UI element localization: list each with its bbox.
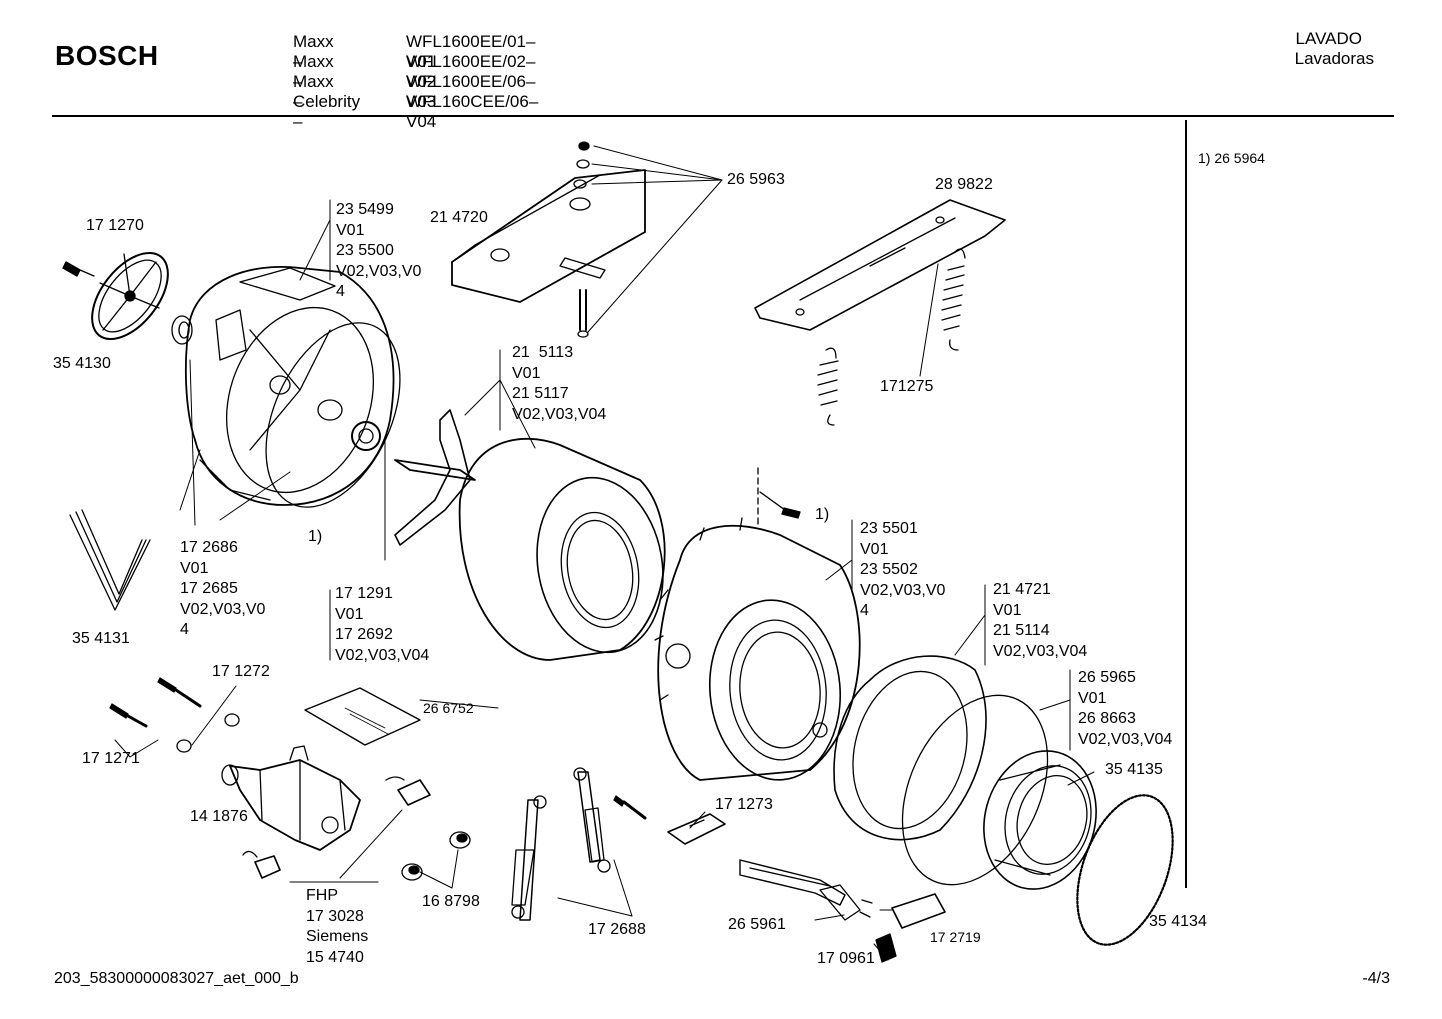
heater-clip-drawing bbox=[667, 813, 726, 845]
door-gasket-drawing bbox=[983, 750, 1097, 890]
front-tub-drawing bbox=[654, 517, 861, 781]
part-label: 35 4130 bbox=[53, 355, 111, 372]
footnote: 1) 26 5964 bbox=[1198, 150, 1265, 166]
mounting-bracket-drawing bbox=[754, 199, 1006, 331]
part-label: 21 4721 V01 21 5114 V02,V03,V04 bbox=[993, 581, 1088, 660]
category-title: LAVADO bbox=[1295, 29, 1362, 48]
category-subtitle: Lavadoras bbox=[1294, 49, 1374, 68]
model-code: WFL1600EE/02–V02 bbox=[406, 52, 536, 91]
leader-lines bbox=[114, 199, 1095, 961]
part-label: 21 5113 V01 21 5117 V02,V03,V04 bbox=[512, 344, 607, 423]
heating-element-drawing bbox=[739, 859, 873, 921]
part-label: 26 5961 bbox=[728, 916, 786, 933]
part-label: 14 1876 bbox=[190, 808, 248, 825]
footnote-marker: 1) bbox=[308, 528, 323, 545]
shock-absorber-drawing bbox=[511, 767, 611, 921]
part-label: 17 1272 bbox=[212, 663, 270, 680]
screws-drawing bbox=[109, 677, 647, 820]
part-label: 26 5963 bbox=[727, 171, 785, 188]
part-label: 17 2688 bbox=[588, 921, 646, 938]
carbon-brush-drawing bbox=[242, 776, 431, 879]
part-label: 171275 bbox=[880, 378, 934, 395]
model-code: WFL1600EE/01–V01 bbox=[406, 32, 536, 71]
drum-spider-drawing bbox=[394, 409, 476, 546]
tub-seal-drawing bbox=[265, 322, 401, 508]
leader-lines bbox=[587, 145, 723, 333]
part-label: 17 1273 bbox=[715, 796, 773, 813]
spring-drawing bbox=[817, 248, 966, 426]
part-label: FHP 17 3028 Siemens 15 4740 bbox=[306, 887, 369, 966]
drum-drawing bbox=[458, 438, 666, 661]
part-label: 21 4720 bbox=[430, 209, 488, 226]
pulley-drawing bbox=[62, 251, 169, 341]
document-code: 203_58300000083027_aet_000_b bbox=[54, 970, 299, 987]
clamp-ring-drawing bbox=[901, 694, 1049, 886]
part-label: 17 2719 bbox=[930, 929, 981, 945]
part-label: 23 5499 V01 23 5500 V02,V03,V0 4 bbox=[336, 201, 422, 300]
model-series: Maxx – bbox=[293, 72, 334, 111]
part-label: 17 1270 bbox=[86, 217, 144, 234]
part-label: 17 1271 bbox=[82, 750, 140, 767]
manual-drawing bbox=[304, 687, 421, 746]
model-code: WFL1600EE/06–V03 bbox=[406, 72, 536, 111]
rear-tub-drawing bbox=[184, 266, 395, 506]
front-tub-ring-drawing bbox=[833, 655, 987, 841]
sensor-block-drawing bbox=[891, 893, 946, 929]
counterweight-drawing bbox=[451, 141, 646, 338]
temperature-sensor-drawing bbox=[875, 933, 897, 963]
page-number: -4/3 bbox=[1362, 970, 1390, 987]
model-series: Maxx – bbox=[293, 52, 334, 91]
header-divider bbox=[52, 115, 1394, 117]
part-label: 17 0961 bbox=[817, 950, 875, 967]
part-label: 35 4135 bbox=[1105, 761, 1163, 778]
model-series: Celebrity – bbox=[293, 92, 361, 131]
part-label: 35 4134 bbox=[1149, 913, 1207, 930]
tub-bolt-drawing bbox=[757, 467, 801, 529]
pump-drawing bbox=[221, 745, 361, 851]
drive-belt-drawing bbox=[69, 509, 151, 611]
part-label: 35 4131 bbox=[72, 630, 130, 647]
part-label: 17 1291 V01 17 2692 V02,V03,V04 bbox=[335, 585, 430, 664]
brand-logo: BOSCH bbox=[55, 40, 159, 71]
part-label: 28 9822 bbox=[935, 176, 993, 193]
model-series: Maxx – bbox=[293, 32, 334, 71]
part-label: 23 5501 V01 23 5502 V02,V03,V0 4 bbox=[860, 520, 946, 619]
foot-drawing bbox=[401, 831, 471, 881]
part-label: 16 8798 bbox=[422, 893, 480, 910]
part-label: 26 5965 V01 26 8663 V02,V03,V04 bbox=[1078, 669, 1173, 748]
part-label: 17 2686 V01 17 2685 V02,V03,V0 4 bbox=[180, 539, 266, 638]
side-divider bbox=[1185, 120, 1187, 888]
footnote-marker: 1) bbox=[815, 506, 830, 523]
outer-clamp-drawing bbox=[1076, 794, 1174, 946]
part-label: 26 6752 bbox=[423, 700, 474, 716]
